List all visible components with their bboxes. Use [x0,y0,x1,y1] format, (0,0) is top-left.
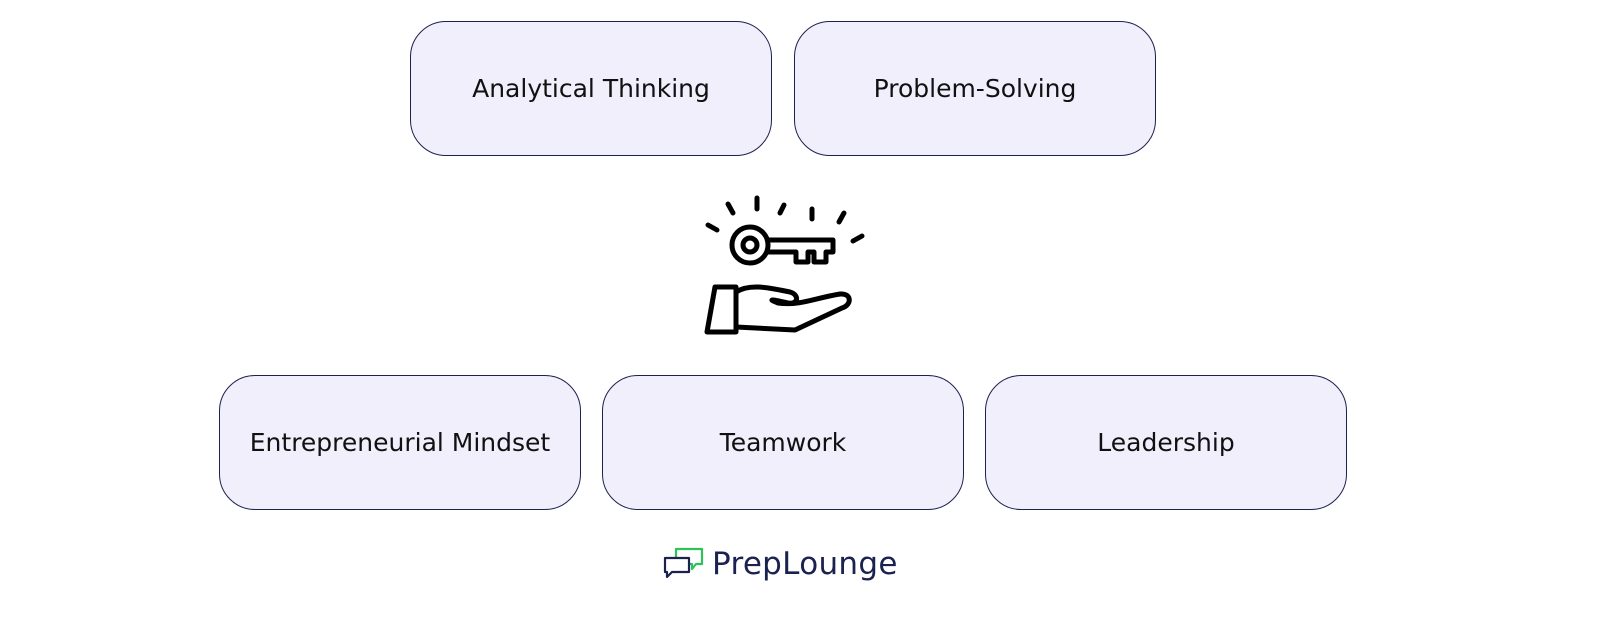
preplounge-logo: PrepLounge [662,546,898,582]
hand-holding-key-icon [704,195,865,335]
skill-box-analytical-thinking: Analytical Thinking [410,21,772,156]
skill-box-problem-solving: Problem-Solving [794,21,1156,156]
chat-bubbles-icon [663,547,704,579]
skill-box-leadership: Leadership [985,375,1347,510]
logo-text: PrepLounge [712,546,898,582]
skill-box-teamwork: Teamwork [602,375,964,510]
skill-box-entrepreneurial-mindset: Entrepreneurial Mindset [219,375,581,510]
